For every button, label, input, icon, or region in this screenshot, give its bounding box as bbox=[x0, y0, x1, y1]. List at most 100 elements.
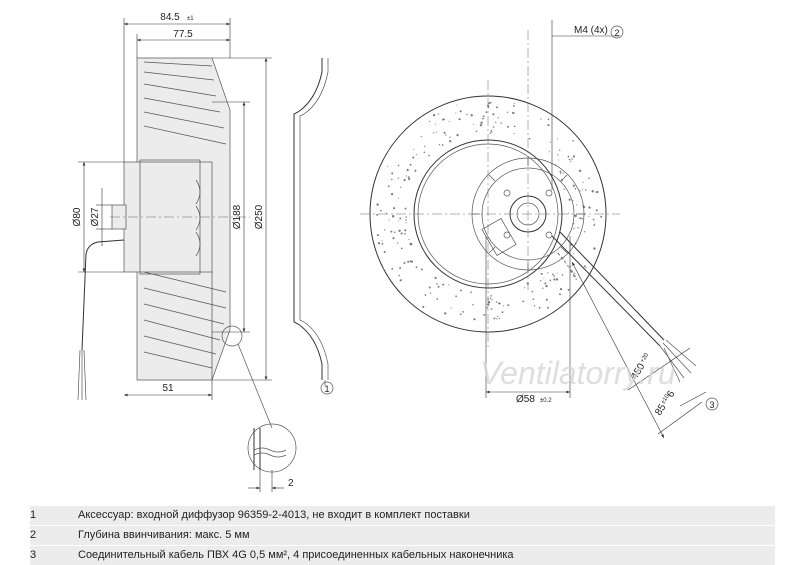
texture-dot bbox=[496, 318, 498, 320]
dim-hub-diameter: Ø27 bbox=[90, 207, 101, 226]
texture-dot bbox=[438, 144, 441, 146]
texture-dot bbox=[386, 166, 389, 168]
technical-drawing: 84.5 ±1 77.5 51 Ø80 Ø27 Ø188 Ø250 1 2 bbox=[72, 12, 719, 492]
texture-dot bbox=[475, 130, 478, 133]
texture-dot bbox=[396, 242, 399, 244]
texture-dot bbox=[436, 283, 438, 285]
texture-dot bbox=[495, 301, 498, 303]
texture-dot bbox=[557, 252, 560, 255]
texture-dot bbox=[572, 140, 574, 142]
svg-text:1: 1 bbox=[324, 384, 329, 394]
texture-dot bbox=[399, 217, 402, 220]
texture-dot bbox=[392, 214, 394, 217]
texture-dot bbox=[377, 242, 381, 245]
texture-dot bbox=[562, 172, 564, 174]
texture-dot bbox=[556, 272, 558, 274]
texture-dot bbox=[563, 188, 565, 191]
texture-dot bbox=[503, 305, 505, 307]
texture-dot bbox=[506, 111, 509, 113]
texture-dot bbox=[383, 250, 386, 253]
texture-dot bbox=[487, 301, 491, 304]
texture-dot bbox=[482, 115, 485, 118]
texture-dot bbox=[579, 190, 581, 192]
texture-dot bbox=[561, 274, 564, 276]
texture-dot bbox=[407, 176, 410, 179]
dim-cable-length-tol: +20 bbox=[640, 352, 651, 364]
texture-dot bbox=[473, 123, 475, 125]
texture-dot bbox=[540, 118, 542, 120]
callout-1: 1 bbox=[320, 381, 334, 395]
texture-dot bbox=[545, 298, 548, 301]
texture-dot bbox=[557, 154, 559, 156]
texture-dot bbox=[507, 304, 510, 307]
texture-dot bbox=[572, 199, 574, 201]
texture-dot bbox=[596, 190, 599, 194]
texture-dot bbox=[448, 121, 450, 123]
texture-dot bbox=[404, 207, 407, 210]
texture-dot bbox=[392, 237, 395, 240]
texture-dot bbox=[449, 140, 452, 143]
dim-inlet-diameter: Ø188 bbox=[232, 204, 243, 229]
texture-dot bbox=[398, 274, 401, 277]
texture-dot bbox=[575, 278, 577, 280]
texture-dot bbox=[568, 266, 570, 268]
texture-dot bbox=[567, 288, 570, 291]
texture-dot bbox=[548, 151, 551, 153]
texture-dot bbox=[459, 110, 462, 113]
texture-dot bbox=[589, 207, 591, 209]
texture-dot bbox=[497, 117, 499, 119]
dim-strip-length-tol: ±10 bbox=[660, 393, 671, 405]
texture-dot bbox=[547, 272, 549, 274]
texture-dot bbox=[400, 232, 403, 235]
texture-dot bbox=[572, 155, 576, 158]
texture-dot bbox=[412, 156, 415, 159]
texture-dot bbox=[564, 260, 566, 263]
texture-dot bbox=[414, 169, 417, 172]
motor-ribs bbox=[195, 179, 201, 257]
texture-dot bbox=[405, 216, 407, 218]
dim-overall-depth-tol: ±1 bbox=[187, 16, 194, 22]
texture-dot bbox=[555, 278, 559, 281]
texture-dot bbox=[437, 285, 440, 288]
cable-side bbox=[81, 239, 125, 351]
texture-dot bbox=[592, 218, 595, 221]
texture-dot bbox=[573, 274, 576, 278]
dim-wheel-diameter: Ø250 bbox=[254, 204, 265, 229]
texture-dot bbox=[538, 306, 541, 309]
texture-dot bbox=[455, 295, 457, 298]
texture-dot bbox=[593, 223, 595, 225]
texture-dot bbox=[410, 243, 413, 246]
texture-dot bbox=[558, 159, 560, 161]
texture-dot bbox=[381, 242, 384, 245]
texture-dot bbox=[406, 168, 409, 172]
texture-dot bbox=[381, 240, 383, 242]
texture-dot bbox=[408, 238, 410, 241]
texture-dot bbox=[376, 213, 379, 216]
texture-dot bbox=[398, 220, 400, 222]
texture-dot bbox=[577, 226, 579, 229]
texture-dot bbox=[578, 169, 582, 173]
texture-dot bbox=[445, 134, 447, 136]
texture-dot bbox=[593, 224, 595, 226]
texture-dot bbox=[415, 266, 418, 269]
dim-bolt-circle: Ø58 bbox=[516, 394, 535, 405]
texture-dot bbox=[391, 268, 394, 270]
callout-2: 2 bbox=[610, 25, 624, 39]
texture-dot bbox=[513, 125, 516, 128]
texture-dot bbox=[479, 124, 483, 127]
dim-motor-diameter: Ø80 bbox=[72, 207, 83, 226]
texture-dot bbox=[404, 232, 406, 235]
texture-dot bbox=[513, 102, 516, 104]
note-number: 3 bbox=[30, 549, 37, 561]
texture-dot bbox=[485, 111, 488, 114]
dim-strip-length: 85 bbox=[653, 402, 668, 418]
texture-dot bbox=[560, 172, 562, 175]
texture-dot bbox=[405, 222, 407, 224]
texture-dot bbox=[398, 229, 401, 232]
texture-dot bbox=[513, 133, 515, 135]
texture-dot bbox=[583, 265, 586, 268]
note-number: 2 bbox=[30, 529, 37, 541]
texture-dot bbox=[568, 158, 571, 161]
texture-dot bbox=[540, 272, 543, 275]
texture-dot bbox=[420, 135, 422, 138]
